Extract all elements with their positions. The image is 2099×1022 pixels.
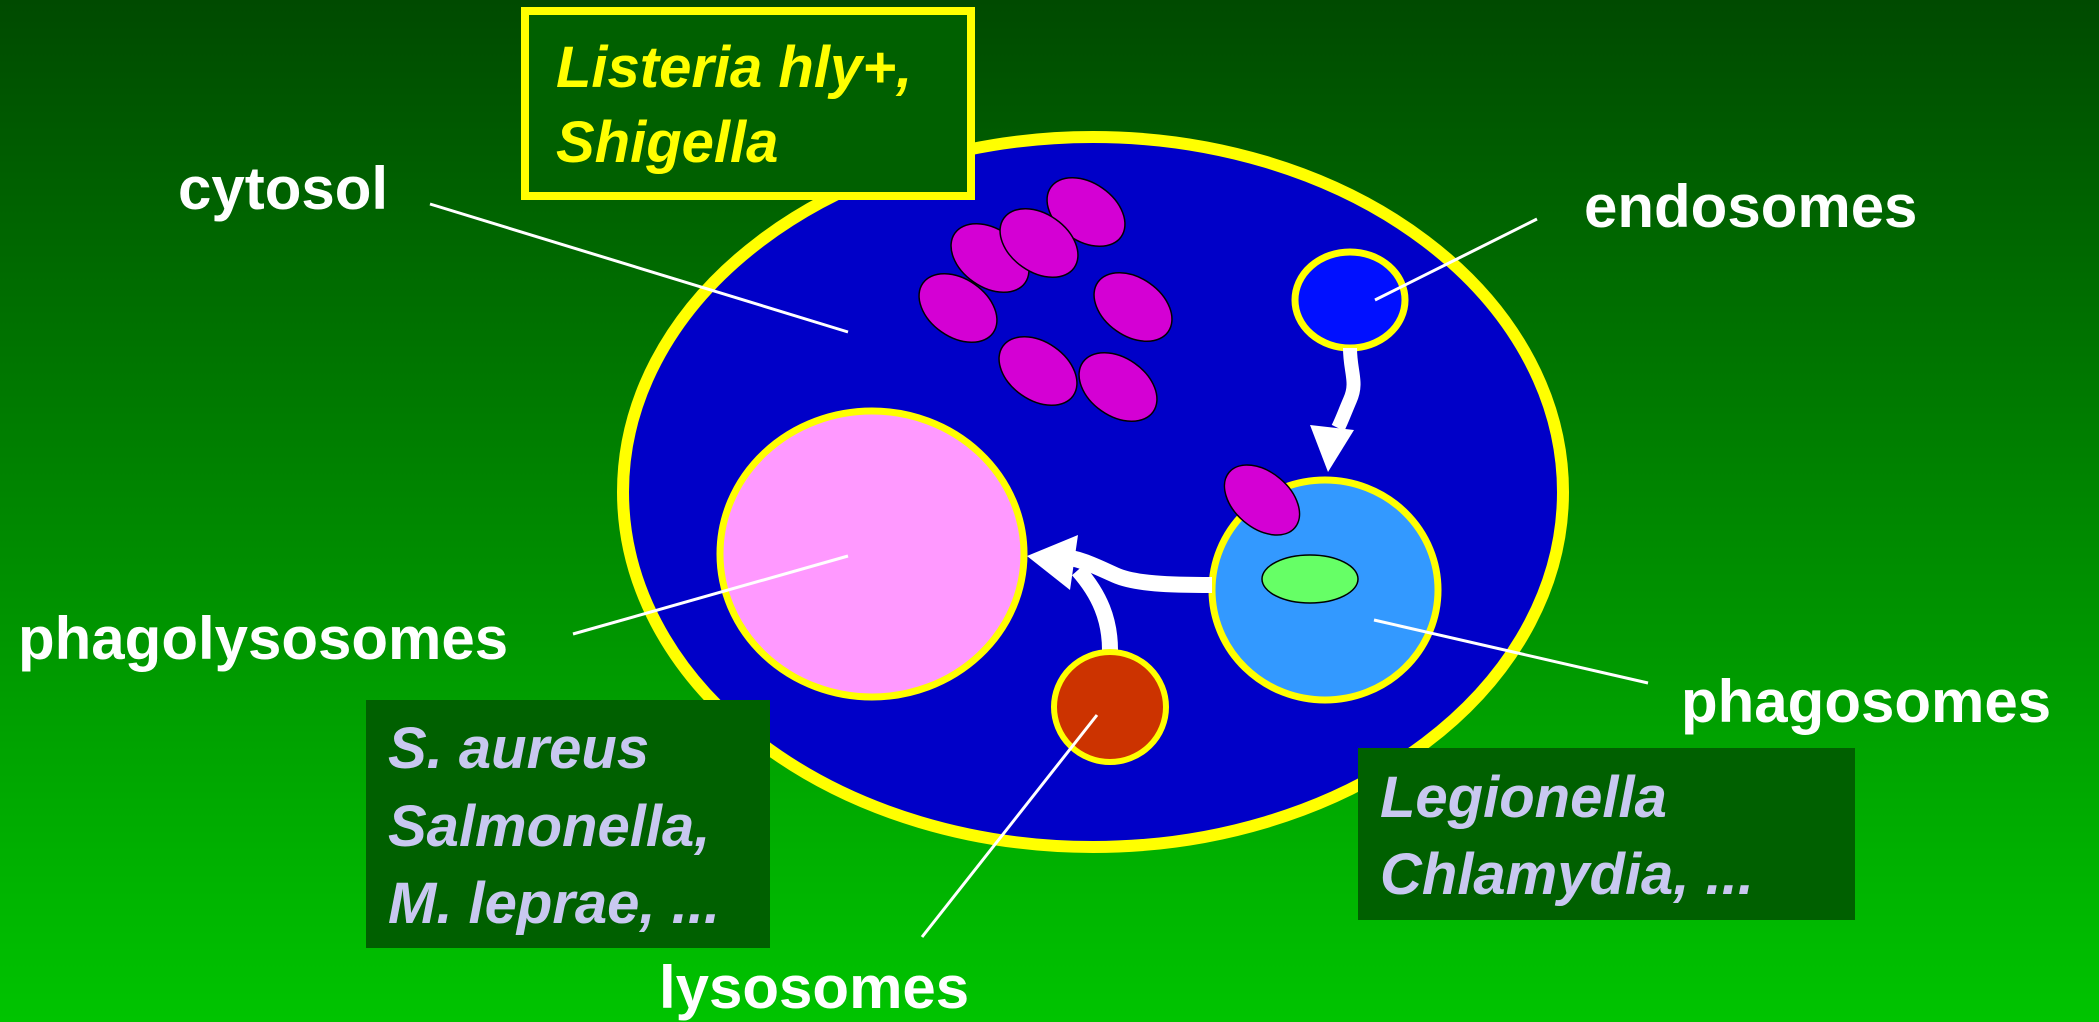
cytosol-pathogen-line-1: Listeria hly+, — [556, 35, 912, 100]
phagosomes-label: phagosomes — [1681, 668, 2051, 735]
phagolysosome-pathogen-box: S. aureus Salmonella, M. leprae, ... — [366, 700, 770, 948]
phagolysosomes-label: phagolysosomes — [18, 605, 508, 672]
phagolysosome — [720, 411, 1024, 697]
cytosol-pathogen-line-2: Shigella — [556, 110, 778, 175]
phagolysosome-pathogen-line-1: S. aureus — [388, 716, 649, 781]
phagosome-pathogen-line-1: Legionella — [1380, 765, 1667, 830]
inner-bacterium — [1262, 555, 1358, 603]
phagosome-pathogen-line-2: Chlamydia, ... — [1380, 842, 1754, 907]
endosome — [1295, 252, 1405, 348]
cytosol-label: cytosol — [178, 155, 388, 222]
lysosome — [1054, 652, 1166, 762]
phagosome-pathogen-box: Legionella Chlamydia, ... — [1358, 748, 1855, 920]
phagolysosome-pathogen-line-2: Salmonella, — [388, 794, 710, 859]
endosomes-label: endosomes — [1584, 173, 1917, 240]
phagolysosome-pathogen-line-3: M. leprae, ... — [388, 871, 720, 936]
lysosomes-label: lysosomes — [659, 954, 969, 1021]
cytosol-pathogen-box: Listeria hly+, Shigella — [525, 11, 971, 196]
